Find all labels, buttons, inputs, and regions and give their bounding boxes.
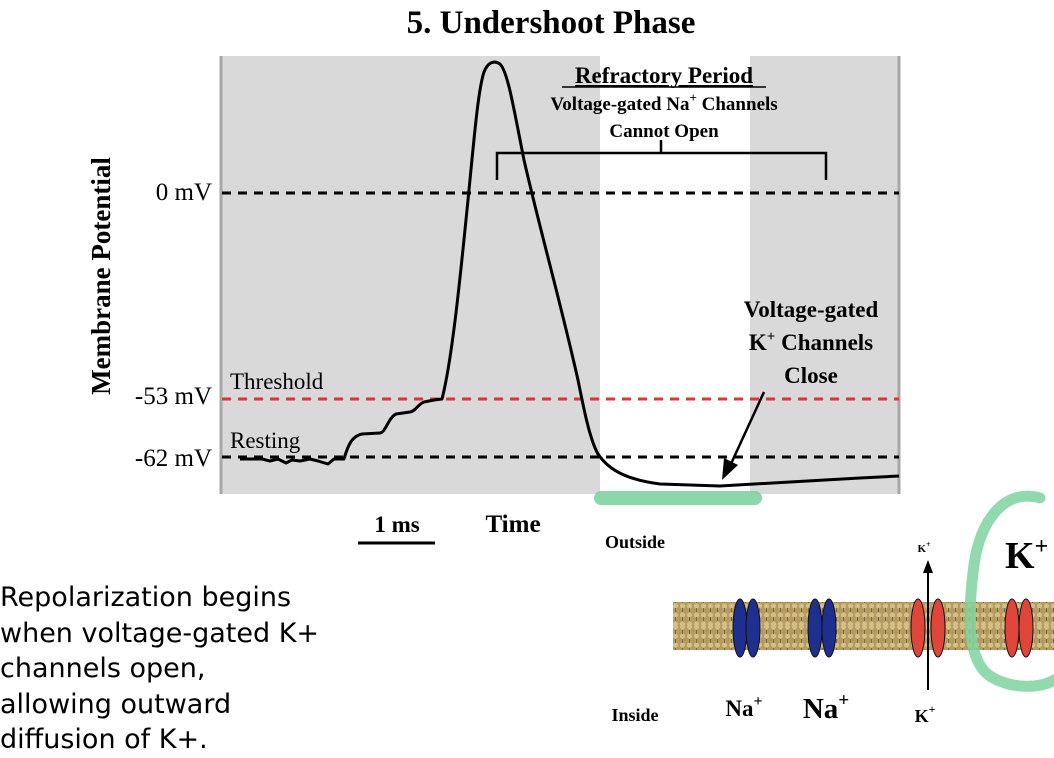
diagram-title: 5. Undershoot Phase [407, 5, 696, 41]
inside-label: Inside [611, 705, 658, 725]
na-channel-1 [732, 598, 761, 658]
caption-line: allowing outward [0, 688, 232, 720]
refractory-line1-suffix: Channels [697, 94, 778, 115]
k-close-line2: K+ Channels [749, 329, 873, 355]
plot-background [221, 56, 899, 494]
na-channel-2 [807, 598, 837, 658]
k-outside-letter: K [917, 543, 926, 555]
k-close-line3: Close [784, 363, 838, 388]
k-inside-letter: K [915, 706, 929, 726]
k-channel-open [910, 598, 946, 658]
caption-line: channels open, [0, 653, 206, 684]
k-close-line2-suffix: Channels [775, 330, 873, 355]
k-efflux-arrow-head [923, 560, 933, 573]
na-label-1-sup: + [754, 693, 763, 710]
na-label-1: Na+ [725, 693, 762, 721]
refractory-line1: Voltage-gated Na+ Channels [550, 90, 777, 115]
pointer-arrow-shaft [728, 391, 766, 467]
membrane-outer-leaflet [673, 602, 1054, 626]
k-close-line2-sup: + [767, 329, 776, 345]
na-label-2: Na+ [803, 690, 849, 725]
resting-label: Resting [230, 428, 301, 453]
outside-label: Outside [605, 532, 665, 552]
threshold-mv-label: -53 mV [135, 383, 212, 410]
k-inside-sup: + [929, 702, 936, 716]
k-close-line2-prefix: K [749, 330, 767, 355]
k-outside-label: K+ [917, 540, 931, 555]
na-label-2-text: Na [803, 693, 839, 725]
y-axis-label: Membrane Potential [86, 157, 116, 395]
refractory-line1-prefix: Voltage-gated Na [550, 94, 690, 115]
k-channel-highlight-circle [964, 490, 1054, 692]
action-potential-curve [240, 60, 900, 488]
resting-mv-label: -62 mV [135, 445, 212, 472]
refractory-title: Refractory Period [575, 63, 753, 88]
caption: Repolarization begins when voltage-gated… [0, 580, 380, 758]
threshold-label: Threshold [230, 369, 324, 394]
k-big-letter: K [1005, 535, 1035, 577]
membrane-inner-leaflet [673, 626, 1054, 650]
k-close-line1: Voltage-gated [744, 297, 879, 322]
refractory-line2: Cannot Open [609, 121, 719, 142]
scale-bar-label: 1 ms [374, 512, 419, 537]
pointer-arrow-head [722, 458, 738, 480]
refractory-white-band [600, 56, 750, 494]
caption-line: diffusion of K+. [0, 724, 208, 755]
k-big-sup: + [1035, 534, 1049, 560]
zero-mv-label: 0 mV [156, 179, 212, 206]
x-axis-label: Time [485, 511, 540, 538]
na-label-1-text: Na [725, 696, 754, 721]
k-outside-sup: + [926, 540, 931, 549]
k-inside-label: K+ [915, 702, 936, 726]
na-label-2-sup: + [838, 690, 849, 711]
k-channel-closed [1004, 598, 1034, 658]
refractory-bracket [495, 140, 828, 180]
caption-line: when voltage-gated K+ [0, 617, 320, 649]
refractory-line1-sup: + [689, 90, 696, 105]
k-big-label: K+ [1005, 534, 1048, 577]
caption-line: Repolarization begins [0, 582, 292, 613]
